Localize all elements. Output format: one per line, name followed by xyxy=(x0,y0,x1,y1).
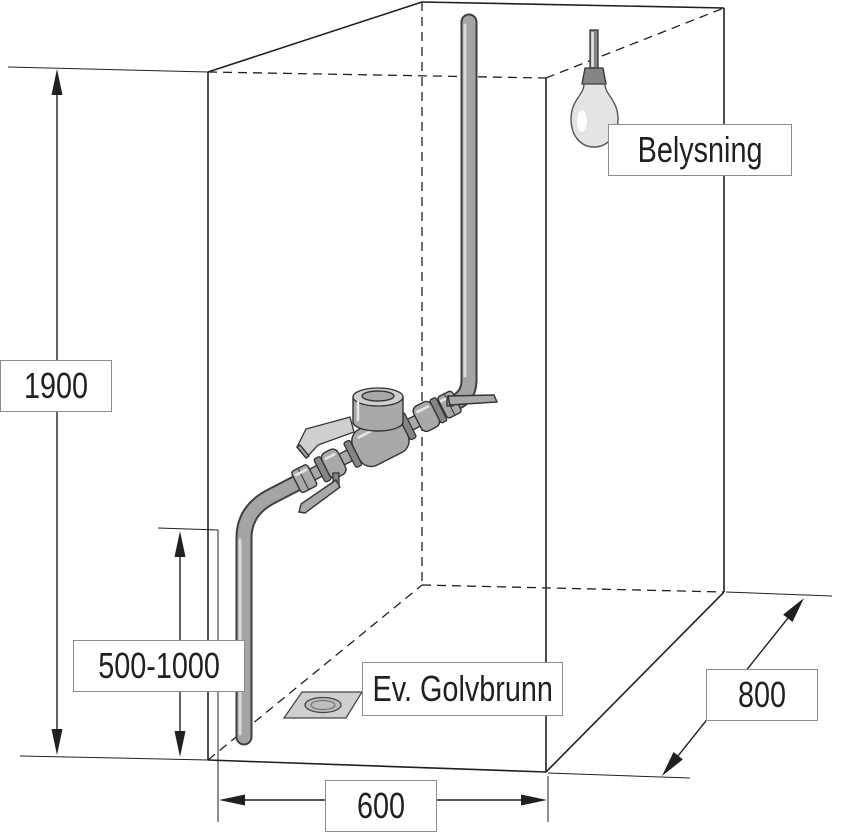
depth-arrowhead-bottom xyxy=(662,752,683,776)
cabinet-top-left-edge xyxy=(207,1,423,73)
left-union-coupling xyxy=(291,464,318,494)
extension-lines xyxy=(7,66,833,822)
lighting-label-text: Belysning xyxy=(637,129,763,170)
supply-pipe-upper xyxy=(447,13,478,411)
upper-pipe-body xyxy=(449,15,476,409)
right-valve-lever xyxy=(446,394,499,407)
height-arrowhead-top xyxy=(51,69,63,95)
cabinet-bottom-front-edge xyxy=(207,759,547,773)
right-valve-handle xyxy=(447,394,499,406)
height-dimension-arrow xyxy=(51,69,63,755)
depth-front-extension-line xyxy=(547,772,691,779)
light-bulb-socket xyxy=(581,67,607,85)
meter-bracket xyxy=(295,416,355,459)
floor-drain-outlet-inner xyxy=(310,700,336,710)
light-bulb xyxy=(570,29,619,148)
height-dimension-value: 1900 xyxy=(23,365,89,406)
height-bottom-extension-line xyxy=(19,755,209,761)
meter-height-top-extension-line xyxy=(157,527,219,531)
height-dimension-label: 1900 xyxy=(0,360,112,412)
meter-bracket-lip xyxy=(295,444,311,459)
depth-dimension-value: 800 xyxy=(737,674,787,715)
depth-arrowhead-top xyxy=(783,598,804,622)
cabinet-bottom-right-edge xyxy=(545,591,725,773)
width-dimension-value: 600 xyxy=(356,785,406,826)
water-meter-register xyxy=(352,387,404,432)
lighting-label: Belysning xyxy=(608,124,792,176)
height-top-extension-line xyxy=(7,66,209,73)
meter-register-dial xyxy=(361,390,395,402)
height-arrowhead-bottom xyxy=(51,729,63,755)
lower-pipe-body xyxy=(237,476,304,744)
cabinet-bottom-back-edge-hidden xyxy=(421,584,725,593)
left-valve-handle xyxy=(298,478,341,514)
right-valve-highlight xyxy=(416,405,430,414)
left-union-highlight xyxy=(294,468,308,477)
left-valve-highlight xyxy=(324,452,336,460)
width-arrowhead-right xyxy=(521,794,547,806)
right-valve-nut xyxy=(429,397,448,424)
meter-height-arrowhead-top xyxy=(174,531,186,557)
meter-height-arrowhead-bottom xyxy=(174,731,186,757)
supply-pipe-lower xyxy=(235,474,306,746)
meter-register-cylinder xyxy=(352,396,404,432)
width-dimension-label: 600 xyxy=(325,780,437,832)
floor-drain-label-text: Ev. Golvbrunn xyxy=(372,668,553,709)
floor-drain-label: Ev. Golvbrunn xyxy=(362,662,563,716)
meter-height-dimension-label: 500-1000 xyxy=(73,640,245,692)
width-arrowhead-left xyxy=(219,794,245,806)
cabinet-top-back-edge xyxy=(421,1,725,9)
meter-height-dimension-value: 500-1000 xyxy=(98,645,220,686)
cabinet-top-right-edge-hidden xyxy=(545,7,725,79)
floor-drain-outlet xyxy=(304,696,342,714)
light-bulb-cord xyxy=(589,29,599,70)
depth-back-extension-line xyxy=(725,591,833,597)
cabinet-top-front-edge-hidden xyxy=(207,71,547,79)
left-valve-lever xyxy=(298,472,341,514)
floor-drain xyxy=(282,691,364,719)
depth-dimension-label: 800 xyxy=(706,669,818,721)
light-bulb-highlight xyxy=(577,110,587,132)
